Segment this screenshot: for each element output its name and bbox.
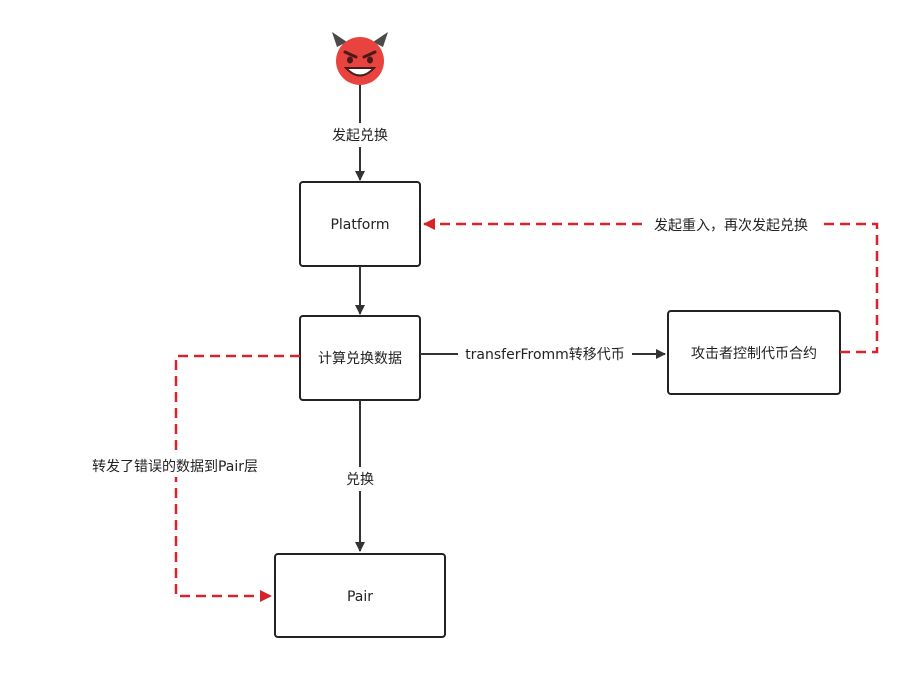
edge-label-bg (326, 123, 394, 147)
node-platform-label: Platform (330, 217, 389, 233)
edge-label-bg (82, 455, 268, 477)
node-pair[interactable]: Pair (274, 553, 446, 638)
devil-face-icon (332, 32, 388, 85)
edge-label-initiate-swap: 发起兑换 (332, 127, 388, 144)
node-platform[interactable]: Platform (299, 181, 421, 267)
node-pair-label: Pair (347, 589, 373, 605)
edge-label-bg (340, 467, 380, 491)
edge-label-wrong-data: 转发了错误的数据到Pair层 (92, 459, 258, 475)
node-compute[interactable]: 计算兑换数据 (299, 315, 421, 401)
edge-label-transfer-from: transferFromm转移代币 (465, 347, 625, 363)
edge-label-swap: 兑换 (346, 471, 374, 488)
edge-label-bg (643, 214, 819, 236)
edge-label-reenter: 发起重入，再次发起兑换 (654, 217, 808, 234)
node-attacker-contract-label: 攻击者控制代币合约 (691, 346, 817, 362)
edge-label-bg (458, 343, 632, 365)
node-compute-label: 计算兑换数据 (318, 350, 402, 367)
node-attacker-contract[interactable]: 攻击者控制代币合约 (667, 310, 841, 395)
